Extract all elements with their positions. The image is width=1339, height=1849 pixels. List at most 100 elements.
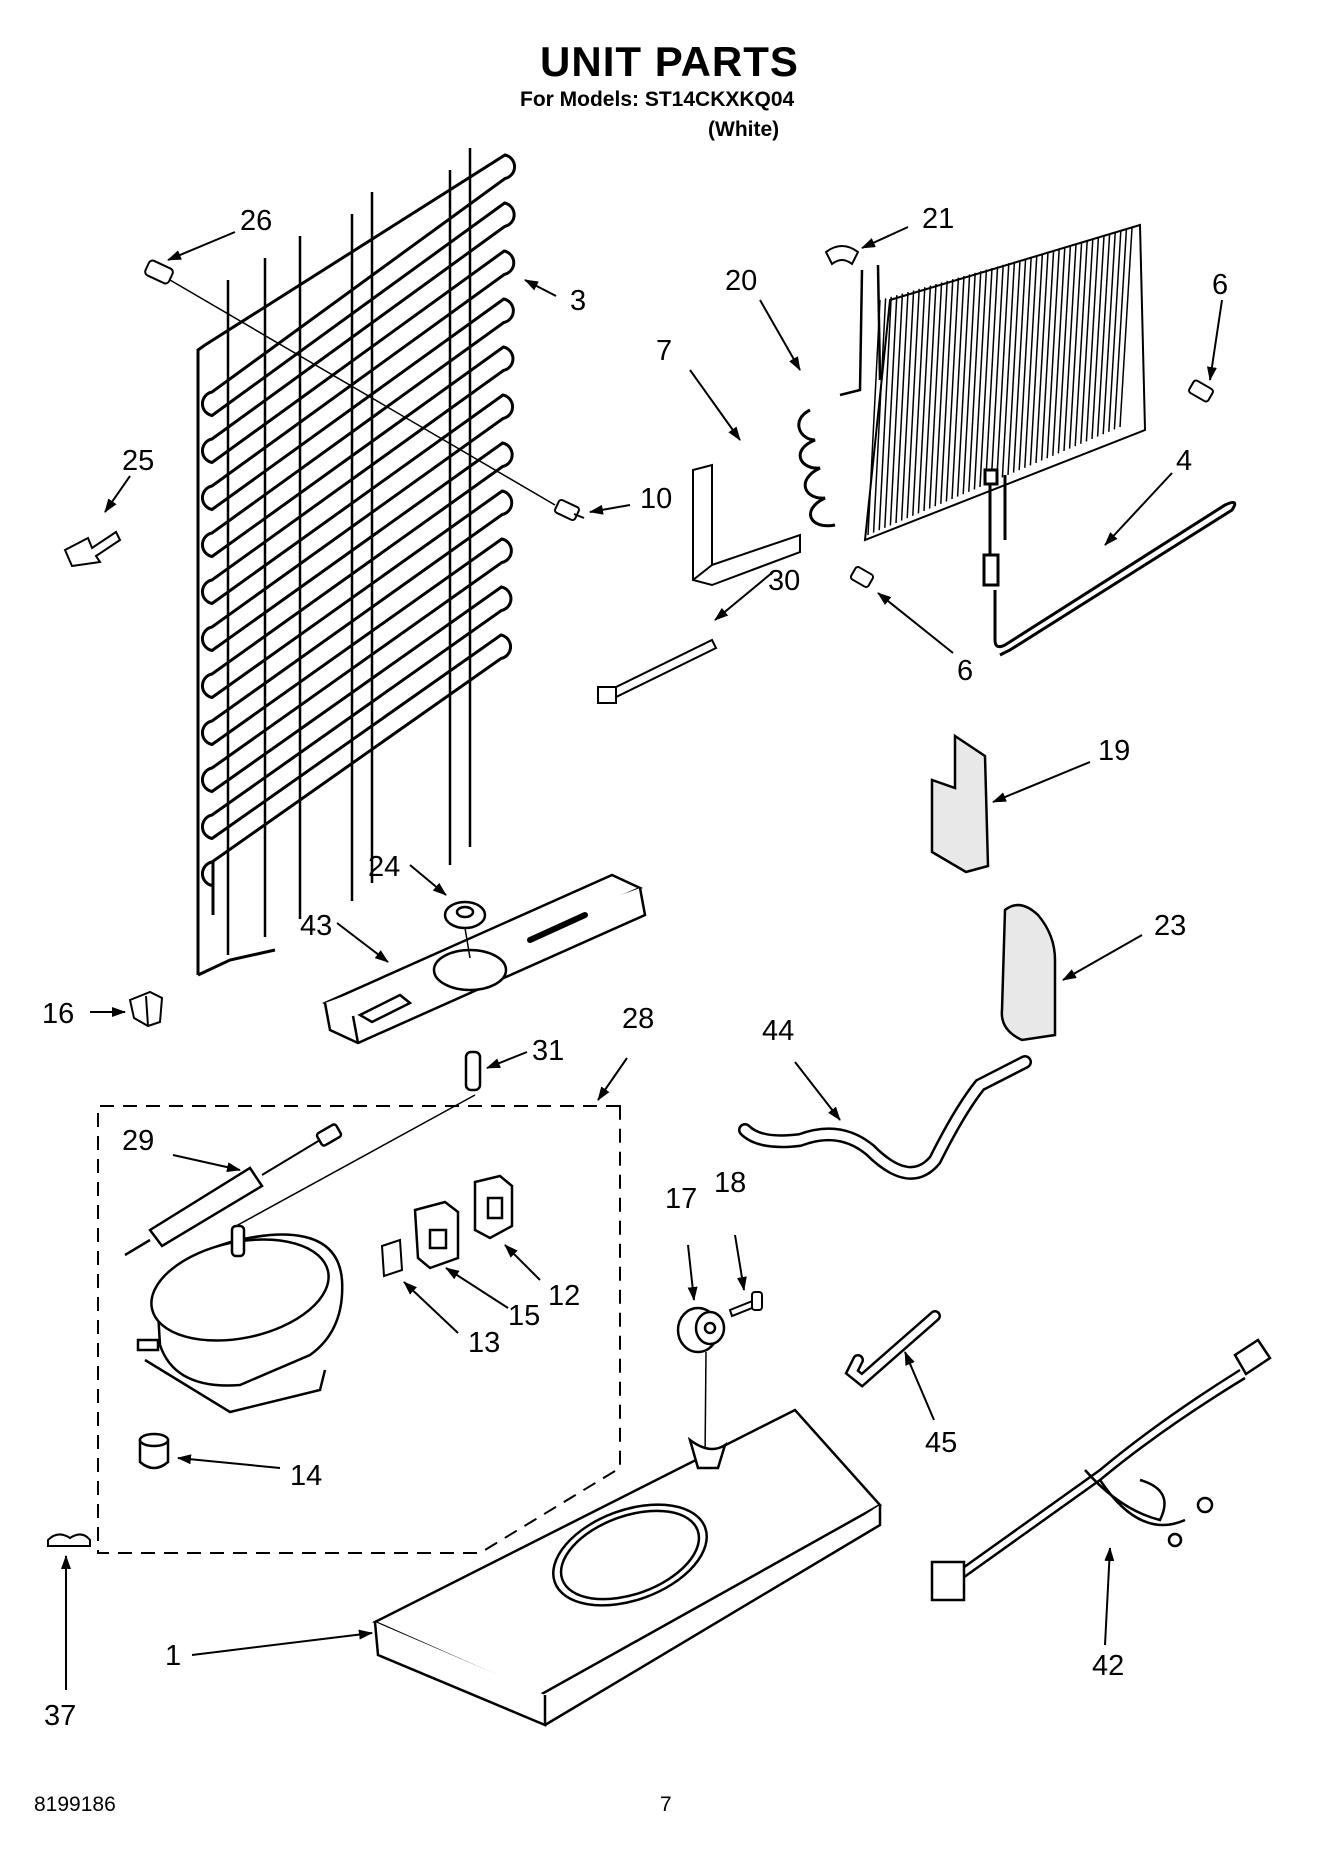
evaporator-fin [867,299,881,536]
evaporator-fin [1007,259,1021,476]
evaporator-fin [1057,245,1072,454]
evaporator-fin [895,291,909,524]
callout-29: 29 [122,1125,154,1157]
grommet-24-icon [443,900,487,959]
insulation-19-icon [930,733,990,874]
evaporator-fin [900,290,915,521]
callout-6-lower: 6 [957,655,973,687]
clip-37-icon [47,1533,91,1547]
callout-30: 30 [768,565,800,597]
evaporator-fin [1085,237,1100,442]
evaporator-fin [968,271,982,492]
callout-44: 44 [762,1015,794,1047]
callout-37: 37 [44,1700,76,1732]
condenser-leg [196,343,276,977]
bracket-7-icon [692,463,801,587]
evaporator-coil [797,223,1147,542]
tube-31-icon [464,1050,482,1092]
callout-15: 15 [508,1300,540,1332]
insulation-23-icon [1000,903,1057,1042]
compressor-icon [136,1094,476,1414]
condenser-coil [196,148,517,977]
evaporator-fin [1029,253,1044,466]
evaporator-fin [940,279,954,504]
evaporator-fin [973,269,988,490]
page-number: 7 [660,1793,672,1816]
callout-21: 21 [922,203,954,235]
evaporator-fin [912,287,926,516]
callout-42: 42 [1092,1650,1124,1682]
screw-6-lower-icon [849,566,875,588]
evaporator-fin [1024,255,1038,468]
evaporator-fin [906,288,920,519]
models-line: For Models: ST14CKXKQ04 [520,88,795,111]
evaporator-fin [945,277,960,502]
callout-23: 23 [1154,910,1186,942]
callout-31: 31 [532,1035,564,1067]
defrost-heater-4 [982,468,1237,657]
callout-45: 45 [925,1427,957,1459]
evaporator-fin [884,295,898,528]
wire-harness-42-icon [930,1338,1272,1602]
roller-17-icon [676,1306,726,1461]
callout-25: 25 [122,445,154,477]
evaporator-fin [934,280,948,507]
evaporator-fin [979,267,993,488]
document-number: 8199186 [34,1793,116,1816]
page-title: UNIT PARTS [540,38,799,85]
tube-44-inner [740,1057,1030,1178]
callout-17: 17 [665,1183,697,1215]
callout-3: 3 [570,285,586,317]
callout-20: 20 [725,265,757,297]
evaporator-fin [990,264,1004,483]
evaporator-fin [872,298,887,533]
clip-25-icon [63,530,122,568]
evaporator-fin [1102,232,1116,435]
evaporator-fin [1091,235,1105,440]
clip-16-icon [128,990,164,1028]
cable-tie-30-icon [597,638,718,704]
evaporator-fin [1001,261,1016,478]
drain-pan-43-icon [321,873,647,1045]
evaporator-fin [1113,229,1128,430]
bolt-18-icon [728,1291,763,1318]
evaporator-fin [951,275,965,500]
callout-4: 4 [1176,445,1192,477]
clip-21-icon [824,245,860,266]
evaporator-fin [1108,231,1122,432]
evaporator-fin [1018,256,1032,471]
callout-7: 7 [656,335,672,367]
evaporator-fin [1096,234,1111,437]
grommet-14-icon [138,1432,170,1470]
evaporator-fin [1119,227,1133,428]
drier-29-icon [124,1123,343,1257]
relay-13-icon [380,1238,404,1278]
tube-45-inner [847,1312,939,1385]
screw-26-icon [144,259,556,506]
evaporator-fin [1040,250,1055,461]
callout-28: 28 [622,1003,654,1035]
callout-12: 12 [548,1280,580,1312]
evaporator-fin [928,282,943,509]
condenser-wires [226,148,472,955]
callout-26: 26 [240,205,272,237]
evaporator-fin [1080,239,1094,444]
leader-arrows [61,226,1223,1690]
base-pan-1-icon [372,1408,882,1727]
color-line: (White) [708,118,780,141]
evaporator-fin [984,266,999,485]
overload-15-icon [413,1200,460,1270]
evaporator-fin [956,274,971,497]
callout-18: 18 [714,1167,746,1199]
evaporator-fin [996,263,1010,480]
screw-10-icon [554,498,585,522]
callout-24: 24 [368,851,400,883]
evaporator-fin [1074,240,1088,447]
evaporator-fin [878,296,892,531]
evaporator-fin [1012,258,1027,473]
evaporator-fin [1052,247,1066,456]
callout-16: 16 [42,998,74,1030]
evaporator-fin [923,283,937,512]
evaporator-fin [889,293,904,526]
